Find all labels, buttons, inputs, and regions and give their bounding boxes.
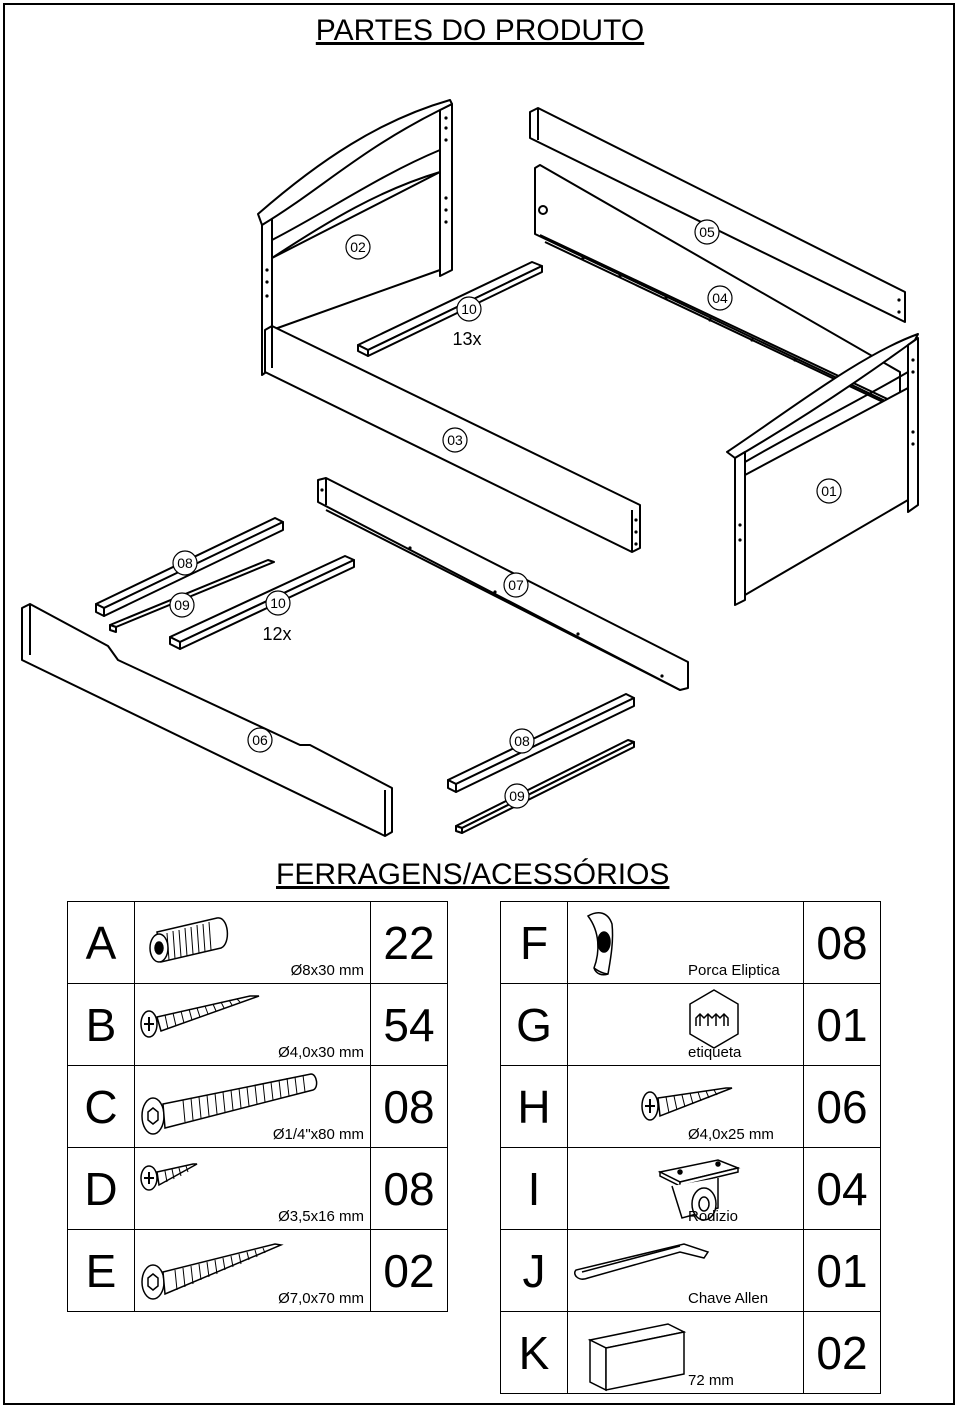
elliptic-nut-icon xyxy=(586,911,614,976)
item-letter: B xyxy=(67,983,135,1066)
part-callouts xyxy=(169,219,842,809)
item-letter: C xyxy=(67,1065,135,1148)
hardware-title: FERRAGENS/ACESSÓRIOS xyxy=(276,858,670,891)
callout-08b: 08 xyxy=(514,733,530,749)
item-quantity: 01 xyxy=(803,1229,881,1312)
allen-bolt-icon xyxy=(141,1073,318,1135)
callout-01: 01 xyxy=(821,483,837,499)
item-quantity: 01 xyxy=(803,983,881,1066)
hardware-table-left: A Ø8x30 mm 22 B Ø4,0x30 mm 54 C xyxy=(67,901,448,1312)
item-quantity: 02 xyxy=(803,1311,881,1394)
part-06-trundle-front xyxy=(21,603,393,837)
callout-06: 06 xyxy=(252,732,268,748)
item-letter: D xyxy=(67,1147,135,1230)
item-quantity: 08 xyxy=(370,1065,448,1148)
callout-07: 07 xyxy=(508,577,524,593)
item-letter: K xyxy=(500,1311,568,1394)
hardware-row: D Ø3,5x16 mm 08 xyxy=(67,1147,448,1230)
callout-09b: 09 xyxy=(509,788,525,804)
quantity-12x: 12x xyxy=(262,624,291,644)
item-cell: Ø8x30 mm xyxy=(134,901,371,984)
item-quantity: 04 xyxy=(803,1147,881,1230)
hardware-row: E Ø7,0x70 mm 02 xyxy=(67,1229,448,1312)
hardware-row: F Porca Eliptica 08 xyxy=(500,901,881,984)
part-09-strip xyxy=(109,559,275,633)
item-letter: G xyxy=(500,983,568,1066)
item-cell: 72 mm xyxy=(567,1311,804,1394)
item-spec: Rodizio xyxy=(688,1208,739,1225)
item-quantity: 06 xyxy=(803,1065,881,1148)
item-spec: Ø8x30 mm xyxy=(290,962,364,979)
small-screw-icon xyxy=(140,1163,198,1191)
label-tag-icon xyxy=(689,989,739,1049)
callout-02: 02 xyxy=(350,239,366,255)
callout-09: 09 xyxy=(174,597,190,613)
caster-wheel-icon xyxy=(657,1159,741,1221)
allen-key-icon xyxy=(574,1243,710,1280)
item-cell: Ø1/4"x80 mm xyxy=(134,1065,371,1148)
item-letter: A xyxy=(67,901,135,984)
item-spec: Porca Eliptica xyxy=(688,962,780,979)
item-spec: 72 mm xyxy=(688,1372,734,1389)
item-spec: etiqueta xyxy=(688,1044,742,1061)
item-letter: F xyxy=(500,901,568,984)
item-spec: Ø1/4"x80 mm xyxy=(272,1126,364,1143)
callout-10b: 10 xyxy=(270,595,286,611)
hardware-table-right: F Porca Eliptica 08 G etiqueta 01 H xyxy=(500,901,881,1394)
screw-icon xyxy=(140,995,260,1038)
callout-03: 03 xyxy=(447,432,463,448)
item-spec: Ø7,0x70 mm xyxy=(278,1290,364,1307)
hardware-row: H Ø4,0x25 mm 06 xyxy=(500,1065,881,1148)
hardware-row: I Rodizio 04 xyxy=(500,1147,881,1230)
item-letter: J xyxy=(500,1229,568,1312)
item-letter: I xyxy=(500,1147,568,1230)
wood-dowel-icon xyxy=(149,917,229,963)
item-quantity: 02 xyxy=(370,1229,448,1312)
item-letter: H xyxy=(500,1065,568,1148)
hardware-row: J Chave Allen 01 xyxy=(500,1229,881,1312)
screw-icon xyxy=(641,1087,733,1121)
hardware-row: K 72 mm 02 xyxy=(500,1311,881,1394)
item-quantity: 22 xyxy=(370,901,448,984)
item-cell: Porca Eliptica xyxy=(567,901,804,984)
part-05-back-rail xyxy=(529,107,906,323)
callout-08: 08 xyxy=(177,555,193,571)
hardware-row: A Ø8x30 mm 22 xyxy=(67,901,448,984)
item-cell: Ø4,0x25 mm xyxy=(567,1065,804,1148)
item-cell: etiqueta xyxy=(567,983,804,1066)
item-spec: Ø4,0x30 mm xyxy=(278,1044,364,1061)
part-10-slat xyxy=(357,261,543,357)
item-spec: Ø3,5x16 mm xyxy=(278,1208,364,1225)
item-letter: E xyxy=(67,1229,135,1312)
quantity-13x: 13x xyxy=(452,329,481,349)
exploded-parts-drawing: 02 05 04 10 13x 03 01 08 09 10 12x 07 06… xyxy=(21,99,919,837)
hardware-row: G etiqueta 01 xyxy=(500,983,881,1066)
callout-04: 04 xyxy=(712,290,728,306)
item-spec: Chave Allen xyxy=(688,1290,769,1307)
item-quantity: 08 xyxy=(370,1147,448,1230)
item-cell: Ø3,5x16 mm xyxy=(134,1147,371,1230)
hardware-row: C Ø1/4"x80 mm 08 xyxy=(67,1065,448,1148)
item-cell: Ø7,0x70 mm xyxy=(134,1229,371,1312)
item-quantity: 54 xyxy=(370,983,448,1066)
part-07-trundle-rail xyxy=(317,477,689,691)
long-bolt-icon xyxy=(141,1243,284,1300)
part-08-cleat-lower xyxy=(447,693,635,793)
hardware-row: B Ø4,0x30 mm 54 xyxy=(67,983,448,1066)
item-cell: Rodizio xyxy=(567,1147,804,1230)
item-cell: Chave Allen xyxy=(567,1229,804,1312)
page-title: PARTES DO PRODUTO xyxy=(315,14,645,47)
item-cell: Ø4,0x30 mm xyxy=(134,983,371,1066)
wood-block-icon xyxy=(587,1323,687,1392)
item-quantity: 08 xyxy=(803,901,881,984)
page-frame xyxy=(3,3,955,1405)
callout-05: 05 xyxy=(699,224,715,240)
callout-10: 10 xyxy=(461,301,477,317)
item-spec: Ø4,0x25 mm xyxy=(688,1126,774,1143)
part-09-strip-lower xyxy=(455,739,635,834)
